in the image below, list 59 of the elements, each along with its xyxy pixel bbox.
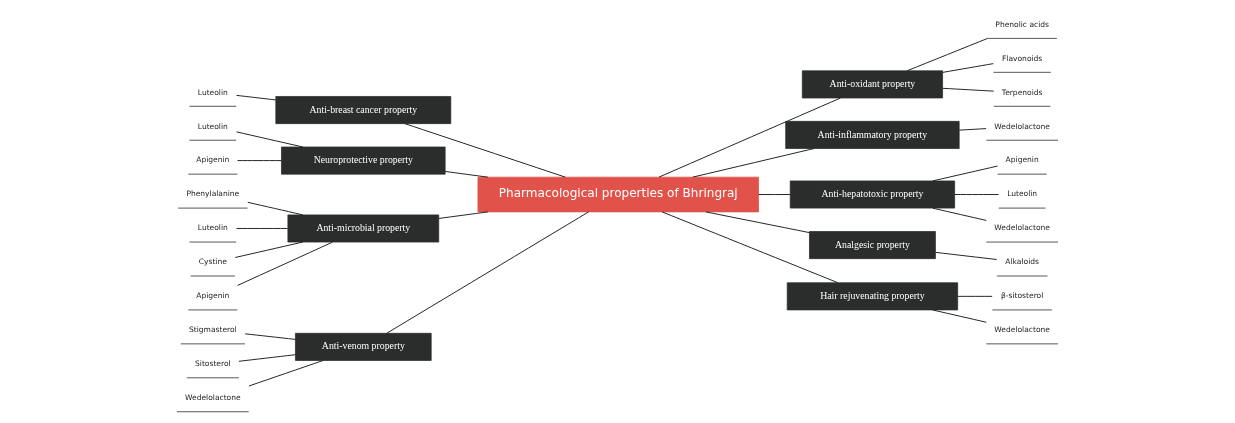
node-text: Sitosterol bbox=[195, 359, 231, 369]
node-box: Anti-microbial property bbox=[287, 214, 440, 243]
node-text: Cystine bbox=[198, 257, 227, 267]
connector bbox=[234, 241, 304, 258]
node-box: Anti-inflammatory property bbox=[785, 121, 960, 149]
node-text: Luteolin bbox=[197, 87, 228, 97]
connector bbox=[661, 211, 839, 284]
connector bbox=[954, 194, 1000, 195]
node-text: Apigenin bbox=[196, 291, 230, 301]
connector bbox=[658, 97, 841, 178]
connector bbox=[932, 165, 998, 182]
node-text: Apigenin bbox=[1005, 155, 1039, 165]
connector bbox=[942, 63, 994, 73]
node-box: Anti-breast cancer property bbox=[275, 96, 452, 124]
connector bbox=[236, 131, 304, 148]
node-box: Neuroprotective property bbox=[281, 146, 446, 175]
connector bbox=[236, 94, 277, 101]
node-text: Phenylalanine bbox=[186, 189, 240, 199]
node-text: Apigenin bbox=[196, 155, 230, 165]
connector bbox=[932, 207, 987, 221]
node-text: Wedelolactone bbox=[994, 223, 1050, 233]
connector bbox=[957, 295, 993, 297]
node-text: Phenolic acids bbox=[995, 19, 1049, 29]
connector bbox=[386, 211, 590, 334]
connector bbox=[935, 251, 998, 260]
connector bbox=[244, 333, 296, 340]
connector bbox=[942, 87, 995, 92]
node-text: Wedelolactone bbox=[994, 325, 1050, 335]
connector bbox=[247, 201, 304, 216]
node-box: Analgesic property bbox=[809, 231, 936, 259]
node-text: Luteolin bbox=[197, 121, 228, 131]
connector bbox=[932, 309, 987, 323]
node-text: Terpenoids bbox=[1001, 87, 1043, 97]
node-text: Wedelolactone bbox=[185, 393, 241, 403]
node-box: Anti-hepatotoxic property bbox=[789, 180, 956, 209]
connector bbox=[404, 123, 566, 178]
connector bbox=[758, 194, 791, 195]
connector bbox=[438, 211, 489, 219]
node-text: Flavonoids bbox=[1002, 53, 1043, 63]
node-text: Stigmasterol bbox=[188, 325, 237, 335]
connector bbox=[692, 148, 815, 178]
node-box: Anti-venom property bbox=[295, 332, 432, 361]
connector bbox=[705, 211, 810, 234]
connector bbox=[958, 128, 987, 131]
connector bbox=[444, 170, 489, 178]
connector bbox=[238, 354, 296, 362]
node-text: Alkaloids bbox=[1005, 257, 1039, 267]
node-text: Wedelolactone bbox=[994, 121, 1050, 131]
connector bbox=[237, 160, 282, 162]
node-text: β-sitosterol bbox=[1001, 291, 1044, 301]
node-text: Luteolin bbox=[1007, 189, 1038, 199]
connector bbox=[236, 228, 289, 229]
node-text: Luteolin bbox=[197, 223, 228, 233]
node-box: Hair rejuvenating property bbox=[786, 282, 959, 311]
connector bbox=[248, 360, 324, 387]
node-box: Pharmacological properties of Bhringraj bbox=[477, 176, 759, 213]
node-box: Anti-oxidant property bbox=[801, 70, 943, 99]
connector bbox=[237, 241, 333, 286]
connector bbox=[906, 37, 989, 72]
